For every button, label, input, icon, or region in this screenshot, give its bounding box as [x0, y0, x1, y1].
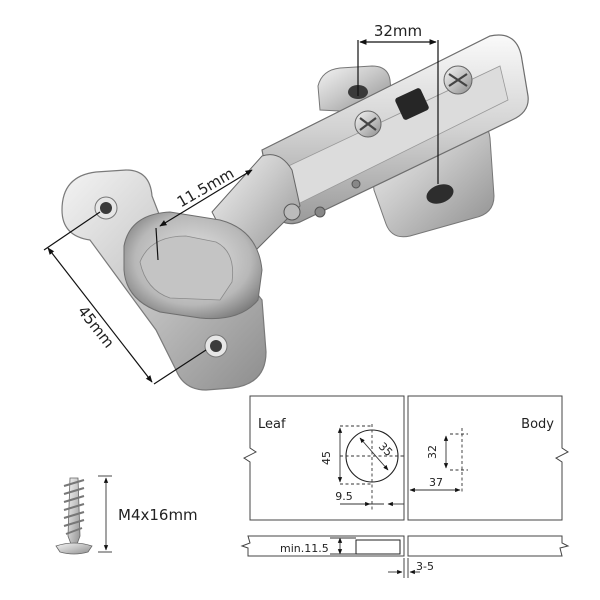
hinge-illustration: 32mm 11.5mm 45mm [43, 22, 529, 391]
min-thickness-label: min.11.5 [280, 542, 329, 555]
gap-label: 3-5 [416, 560, 434, 573]
leaf-panel: Leaf 45 35 9.5 [243, 395, 405, 521]
screw-dimension: M4x16mm [98, 475, 198, 553]
cup-height-label: 45 [320, 451, 333, 465]
screw-icon [55, 477, 93, 555]
body-setback-label: 37 [429, 476, 443, 489]
edge-distance-label: 9.5 [335, 490, 353, 503]
section-view: min.11.5 3-5 [240, 535, 570, 578]
dim-32mm-label: 32mm [374, 22, 422, 40]
cup-plate [61, 169, 267, 391]
screw-size-label: M4x16mm [118, 506, 198, 524]
body-hole-spacing-label: 32 [426, 445, 439, 459]
dim-32mm: 32mm [357, 22, 439, 184]
body-label: Body [521, 417, 554, 432]
leaf-label: Leaf [258, 417, 286, 432]
installation-drawing: Leaf 45 35 9.5 Body 32 37 [240, 395, 570, 578]
body-panel: Body 32 37 [407, 395, 569, 521]
